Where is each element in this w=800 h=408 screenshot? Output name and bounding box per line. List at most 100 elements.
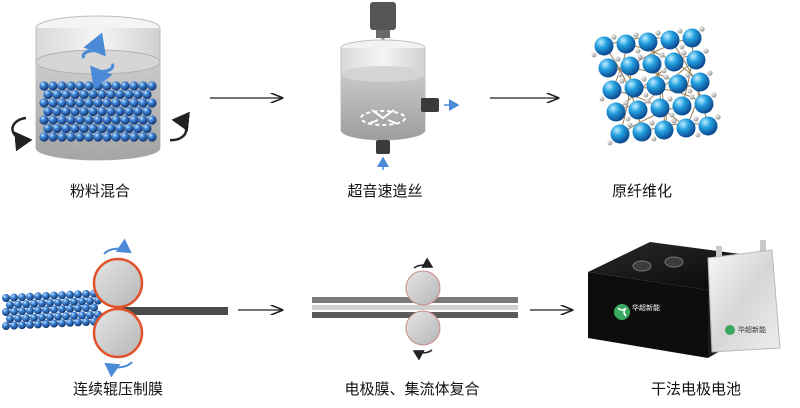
binder-particle: [661, 68, 667, 74]
powder-particle: [70, 106, 80, 117]
active-particle: [624, 78, 644, 98]
upper-roller: [405, 270, 441, 306]
powder-particle: [66, 115, 76, 125]
powder-particle: [138, 81, 148, 91]
powder-particle: [97, 106, 107, 117]
powder-particle: [66, 132, 76, 142]
step-label-supersonic-spinning: 超音速造丝: [347, 182, 423, 200]
powder-particle: [133, 123, 143, 134]
powder-particle: [50, 319, 58, 328]
impeller: [360, 109, 406, 126]
binder-particle: [671, 118, 677, 124]
binder-particle: [687, 88, 693, 94]
powder-particle: [88, 89, 98, 100]
binder-particle: [645, 98, 651, 104]
mixing-beaker: [11, 15, 190, 161]
binder-particle: [655, 30, 661, 36]
binder-particle: [649, 120, 655, 126]
binder-particle: [669, 112, 675, 118]
powder-particle: [43, 123, 53, 134]
powder-particle: [70, 123, 80, 134]
powder-particle: [74, 304, 82, 313]
powder-particle: [62, 312, 70, 321]
powder-particle: [90, 303, 98, 312]
powder-particle: [66, 318, 74, 327]
active-particle: [660, 30, 680, 50]
binder-particle: [667, 96, 673, 102]
active-particle: [642, 54, 662, 74]
powder-particle: [86, 311, 94, 319]
powder-particle: [48, 115, 58, 125]
active-particle: [598, 58, 618, 78]
powder-particle: [93, 98, 103, 108]
binder-particle: [681, 50, 687, 56]
powder-particle: [138, 98, 148, 108]
active-particle: [664, 52, 684, 72]
powder-particle: [39, 81, 49, 91]
powder-particle: [26, 306, 34, 315]
powder-particle: [46, 313, 54, 321]
binder-particle: [677, 28, 683, 34]
powder-particle: [2, 308, 10, 316]
powder-particle: [93, 132, 103, 142]
powder-particle: [106, 123, 116, 134]
powder-particle: [138, 132, 148, 142]
powder-particle: [93, 115, 103, 125]
binder-particle: [625, 116, 631, 122]
spinning-vessel: [340, 2, 460, 170]
powder-particle: [102, 115, 112, 125]
lamination-unit: [312, 257, 518, 361]
powder-particle: [66, 81, 76, 91]
powder-particle: [75, 115, 85, 125]
powder-particle: [115, 89, 125, 100]
powder-particle: [52, 89, 62, 100]
powder-particle: [54, 298, 62, 307]
active-particle: [628, 100, 648, 120]
binder-particle: [689, 94, 695, 100]
powder-particle: [54, 312, 62, 321]
rolling-mill: [2, 238, 228, 378]
active-particle: [620, 56, 640, 76]
roller-rotation-icon: [413, 257, 434, 269]
powder-particle: [102, 81, 112, 91]
powder-particle: [2, 322, 10, 330]
powder-particle: [82, 304, 90, 312]
powder-particle: [84, 132, 94, 142]
powder-particle: [129, 98, 139, 108]
powder-particle: [6, 301, 14, 309]
box-logo-text: 华超新能: [632, 303, 660, 312]
powder-particle: [34, 306, 42, 315]
binder-particle: [599, 96, 605, 102]
powder-particle: [57, 98, 67, 108]
active-particle: [672, 96, 692, 116]
powder-particle: [39, 115, 49, 125]
rotation-arrow-icon: [11, 111, 190, 152]
powder-particle: [97, 89, 107, 100]
powder-particle: [58, 291, 66, 300]
powder-particle: [42, 306, 50, 314]
roller-rotation-icon: [412, 349, 433, 361]
roller-rotation-icon: [103, 238, 132, 255]
powder-particle: [66, 290, 74, 299]
active-particle: [686, 50, 706, 70]
binder-particle: [693, 116, 699, 122]
powder-particle: [30, 313, 38, 322]
active-particle: [610, 124, 630, 144]
active-particle: [632, 122, 652, 142]
powder-particle: [86, 297, 94, 305]
binder-particle: [659, 52, 665, 58]
powder-particle: [66, 98, 76, 108]
powder-particle: [10, 321, 18, 330]
powder-particle: [38, 299, 46, 308]
powder-particle: [97, 123, 107, 134]
powder-particle: [61, 106, 71, 117]
powder-particle: [115, 106, 125, 117]
powder-particle: [147, 98, 157, 108]
powder-particle: [142, 106, 152, 117]
lower-roller: [405, 310, 441, 346]
powder-particle: [74, 318, 82, 327]
active-particle: [676, 118, 696, 138]
powder-particle: [102, 98, 112, 108]
powder-particle: [48, 98, 58, 108]
binder-particle: [611, 34, 617, 40]
